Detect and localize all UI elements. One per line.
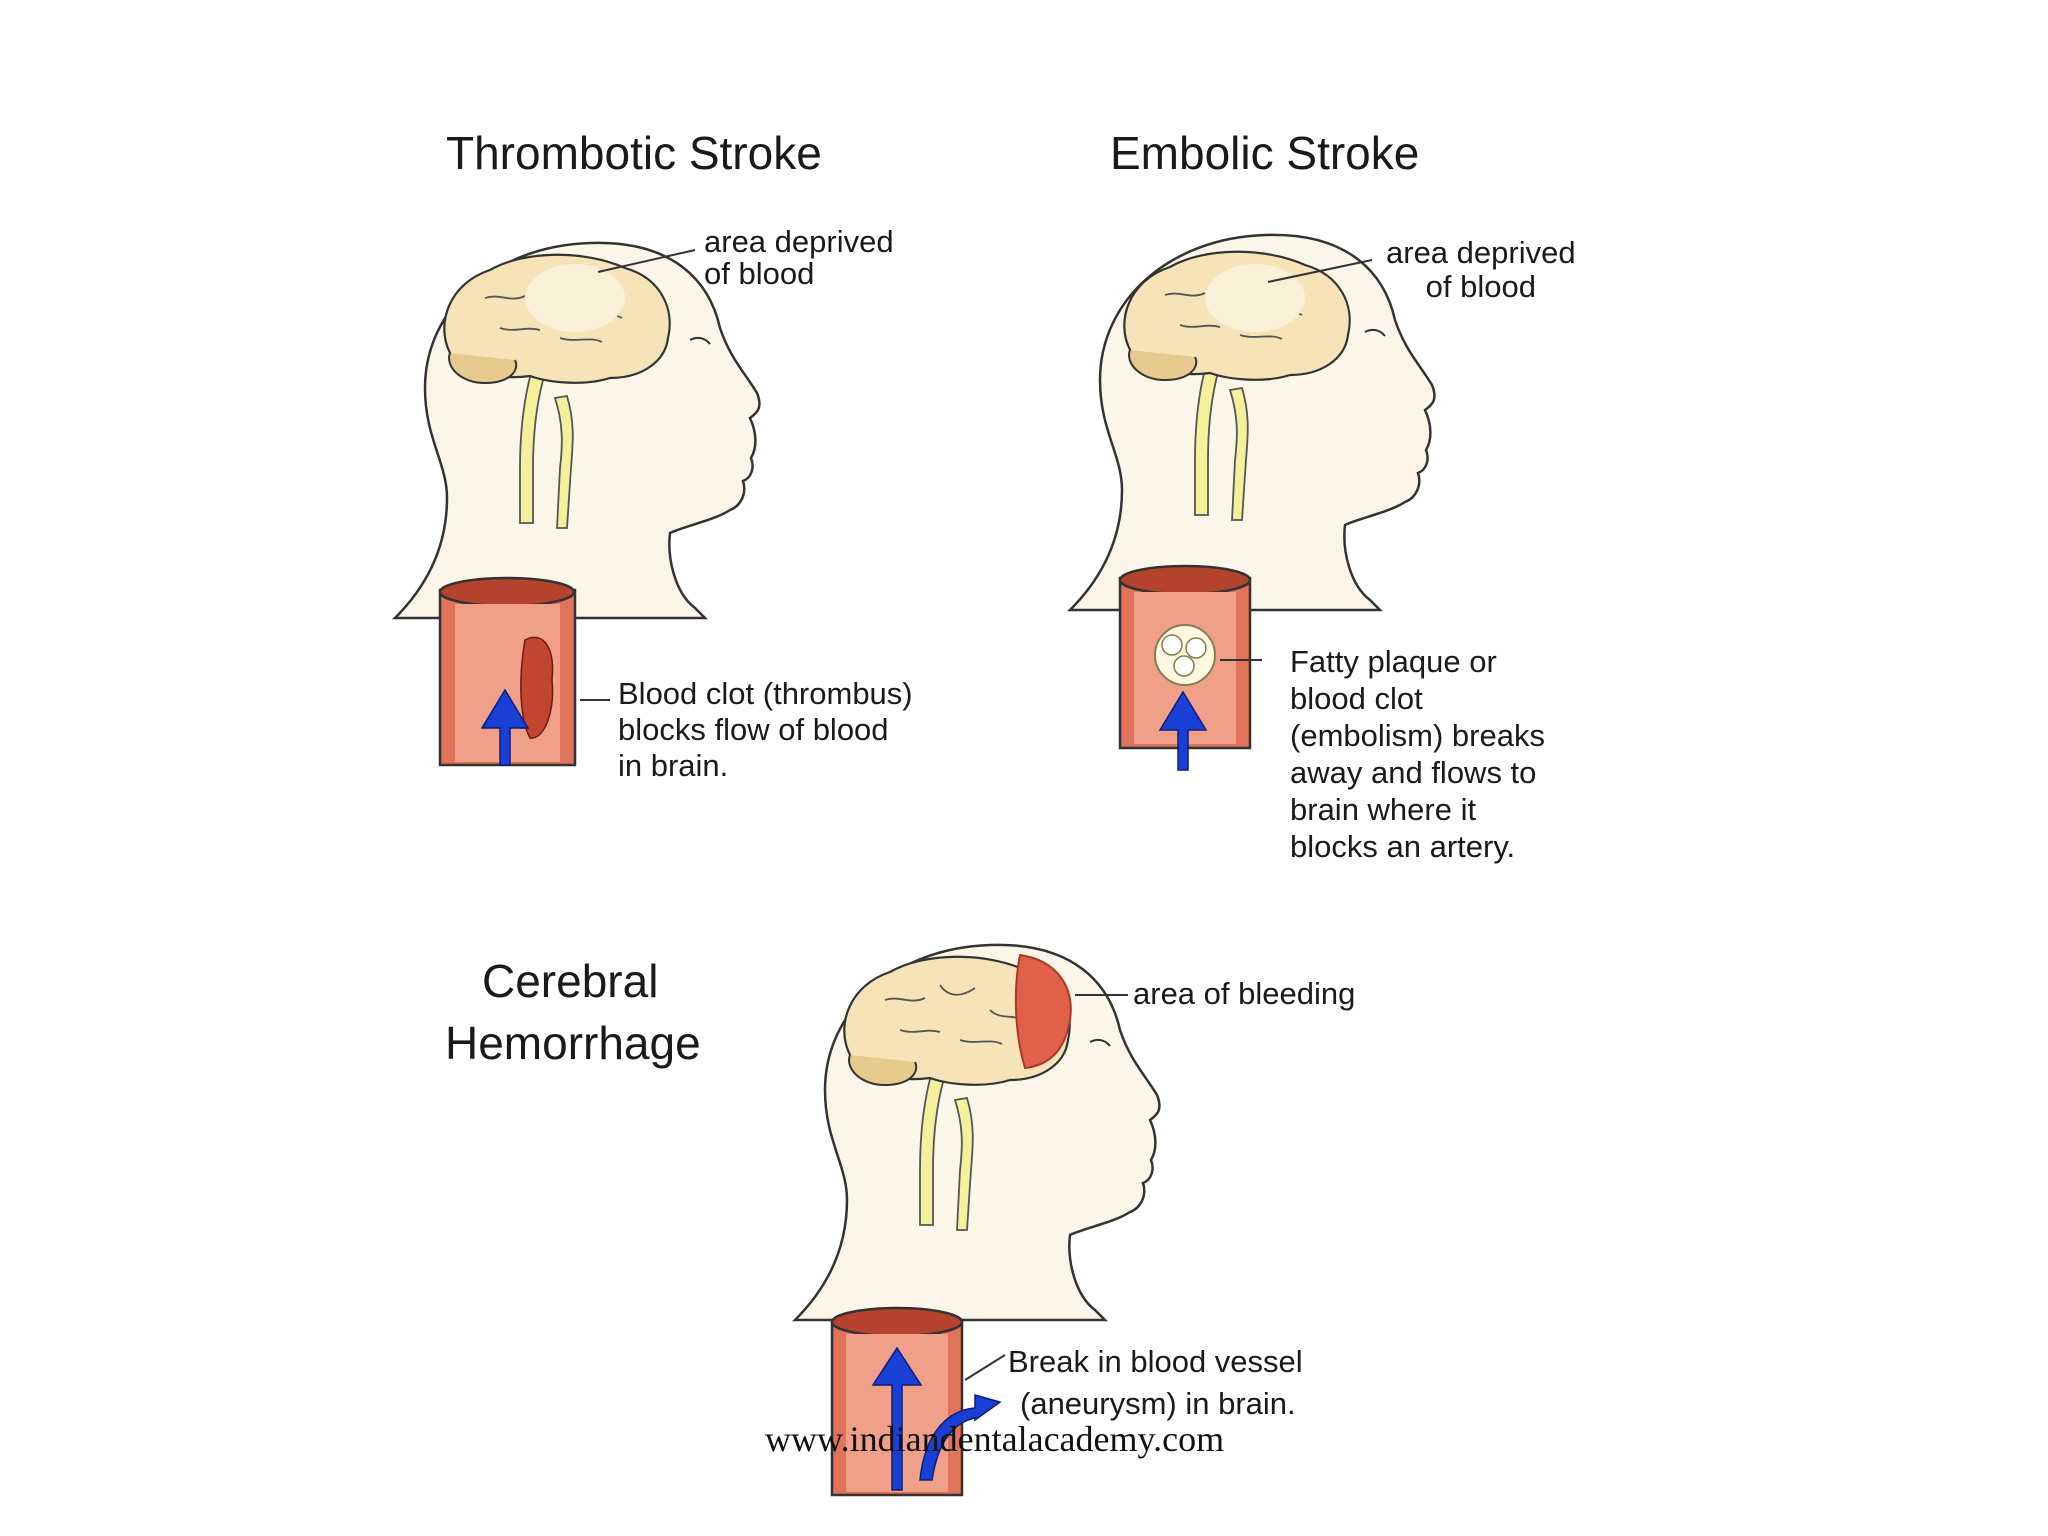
- deprived-area-embolic: [1205, 264, 1305, 332]
- thrombotic-brain-label: area deprived of blood: [704, 226, 894, 290]
- label-line: Fatty plaque or: [1290, 644, 1497, 679]
- label-line: area deprived: [1386, 235, 1576, 270]
- hemorrhage-title-line-2: Hemorrhage: [445, 1017, 701, 1069]
- label-line: Blood clot (thrombus): [618, 676, 913, 711]
- hemorrhage-brain-label: area of bleeding: [1133, 976, 1356, 1011]
- leak-arrow: [919, 1394, 1002, 1481]
- label-line: (aneurysm) in brain.: [1020, 1386, 1296, 1421]
- embolic-vessel-label: Fatty plaque or blood clot (embolism) br…: [1290, 643, 1545, 865]
- label-line: Break in blood vessel: [1008, 1344, 1303, 1379]
- hemorrhage-vessel-label: Break in blood vessel (aneurysm) in brai…: [1008, 1341, 1303, 1425]
- label-line: blocks flow of blood: [618, 712, 889, 747]
- bleeding-area: [1014, 953, 1072, 1070]
- blood-flow-arrow: [480, 688, 530, 766]
- thrombotic-vessel: [438, 576, 577, 767]
- embolic-brain-label: area deprived of blood: [1386, 236, 1576, 304]
- hemorrhage-title-line-1: Cerebral: [482, 955, 659, 1007]
- hemorrhage-vessel: [830, 1306, 1002, 1497]
- thrombotic-title: Thrombotic Stroke: [446, 127, 822, 179]
- leader-line: [597, 249, 696, 273]
- label-line: blood clot: [1290, 681, 1423, 716]
- label-line: of blood: [704, 256, 815, 291]
- label-line: in brain.: [618, 748, 729, 783]
- leader-line: [964, 1354, 1006, 1381]
- blood-flow-arrow: [871, 1346, 923, 1491]
- leader-line: [1267, 259, 1373, 283]
- label-line: (embolism) breaks: [1290, 718, 1545, 753]
- thrombus: [520, 636, 554, 739]
- embolic-title: Embolic Stroke: [1110, 127, 1420, 179]
- thrombotic-vessel-label: Blood clot (thrombus) blocks flow of blo…: [618, 676, 913, 784]
- hemorrhage-title: Cerebral Hemorrhage: [445, 950, 701, 1074]
- deprived-area-thrombotic: [525, 264, 625, 332]
- label-line: brain where it: [1290, 792, 1477, 827]
- watermark: www.indiandentalacademy.com: [765, 1419, 1225, 1459]
- blood-flow-arrow: [1158, 690, 1208, 771]
- label-line: blocks an artery.: [1290, 829, 1516, 864]
- label-line: area deprived: [704, 224, 894, 259]
- hemorrhage-head-illustration: [793, 943, 1161, 1322]
- label-line: of blood: [1425, 269, 1536, 304]
- label-line: away and flows to: [1290, 755, 1537, 790]
- thrombotic-head-illustration: [393, 241, 761, 620]
- embolic-vessel: [1118, 564, 1252, 771]
- embolic-head-illustration: [1068, 233, 1436, 612]
